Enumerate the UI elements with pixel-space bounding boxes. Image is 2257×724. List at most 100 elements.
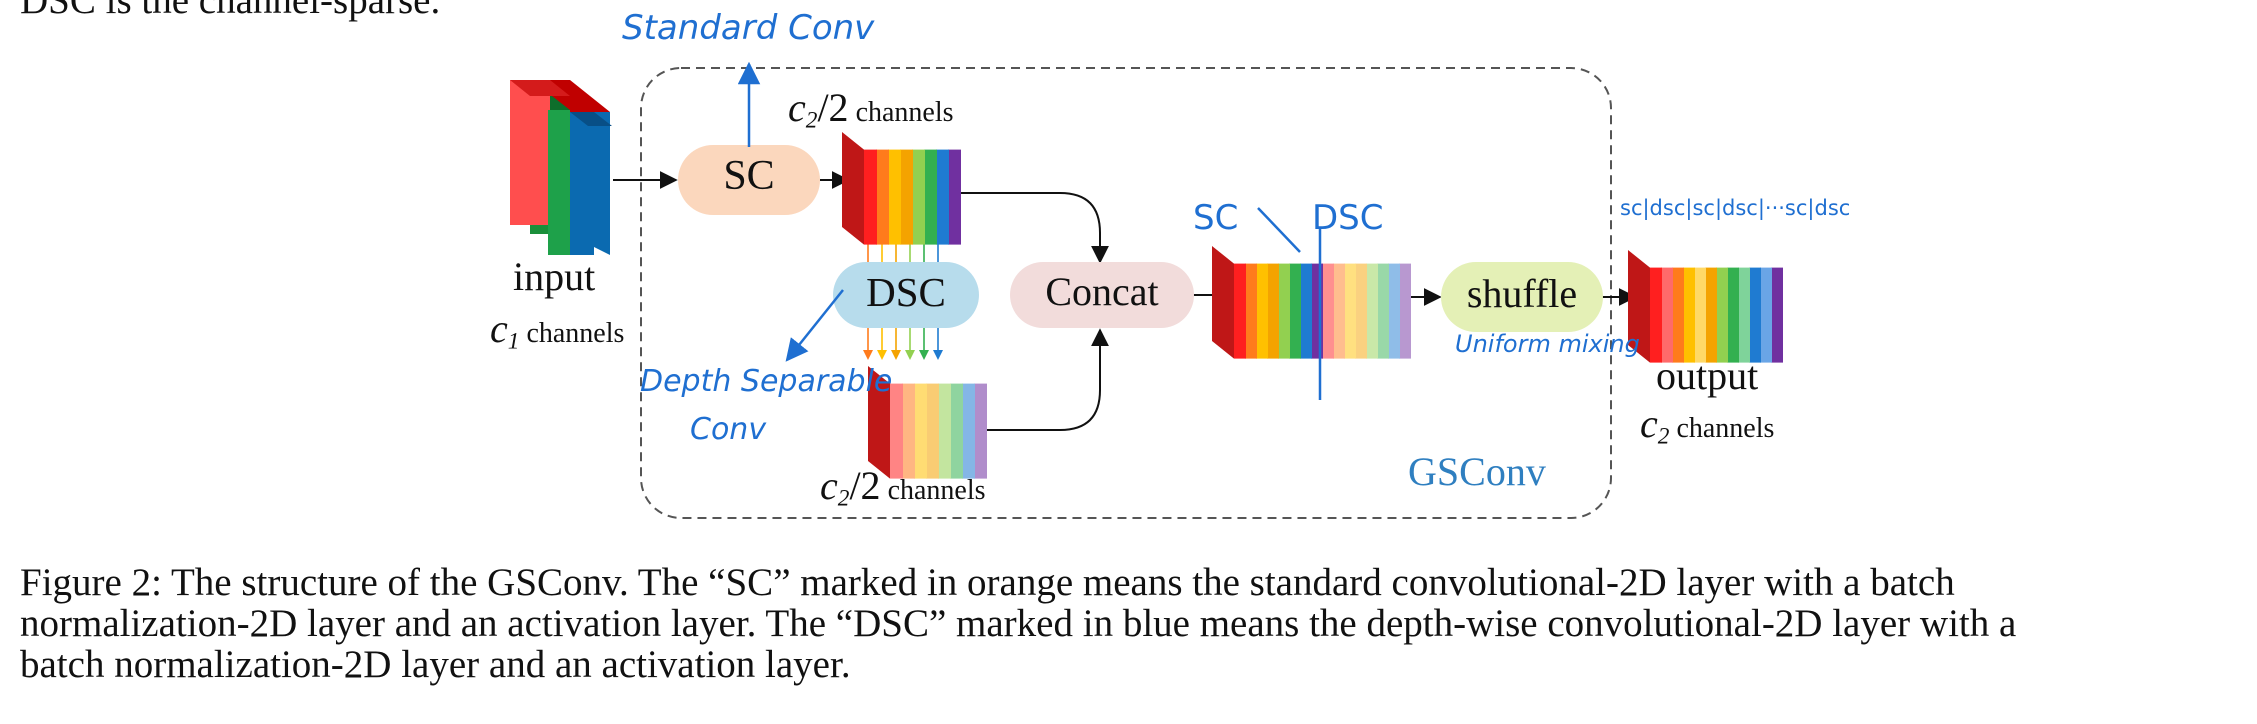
channel-slice-top: [928, 366, 950, 384]
sc-label: SC: [723, 153, 775, 199]
concat-label: Concat: [1045, 269, 1159, 314]
channel-slice: [1716, 267, 1728, 363]
channel-slice-top: [1256, 246, 1278, 264]
channel-slice: [1278, 263, 1290, 359]
channel-slice: [1388, 263, 1400, 359]
channel-slice: [1300, 263, 1312, 359]
input-channels-label: c1 channels: [490, 305, 624, 356]
channel-slice: [1366, 263, 1378, 359]
channel-slice: [1355, 263, 1367, 359]
channel-slice-top: [914, 132, 936, 150]
channel-slice: [962, 383, 975, 479]
channel-slice: [1322, 263, 1334, 359]
tensor-side-face: [842, 132, 864, 245]
depthwise-arrowhead: [863, 350, 873, 360]
dsc-mark-note: DSC: [1312, 198, 1384, 238]
channel-slice-top: [880, 366, 902, 384]
channel-slice: [912, 149, 925, 245]
channel-slice-top: [890, 132, 912, 150]
channel-slice-top: [926, 132, 948, 150]
channel-slice-top: [1672, 250, 1694, 268]
channel-slice-top: [878, 132, 900, 150]
caption-line-3: batch normalization-2D layer and an acti…: [20, 643, 851, 686]
output-label: output: [1656, 353, 1759, 398]
tensor-side-face: [1212, 246, 1234, 359]
gsconv-module-border: [640, 67, 1612, 519]
channel-slice-top: [1322, 246, 1344, 264]
channel-slice: [1760, 267, 1772, 363]
sc-slash-mark: [1257, 207, 1301, 253]
channel-slice-top: [1694, 250, 1716, 268]
channel-slice-top: [1738, 250, 1760, 268]
channel-slice: [864, 149, 877, 245]
channel-slice: [1650, 267, 1662, 363]
channel-slice-top: [1727, 250, 1749, 268]
channel-slice: [900, 149, 913, 245]
channel-slice: [890, 383, 903, 479]
channel-slice: [1289, 263, 1301, 359]
output-sub: 2: [1657, 423, 1670, 450]
channel-slice: [1683, 267, 1695, 363]
channel-slice-top: [866, 132, 888, 150]
channel-slice-top: [1355, 246, 1377, 264]
channel-slice-top: [902, 132, 924, 150]
channel-slice: [1344, 263, 1356, 359]
channel-slice-top: [892, 366, 914, 384]
channel-slice: [1705, 267, 1717, 363]
output-var: c: [1640, 401, 1658, 446]
channel-slice: [948, 149, 961, 245]
channel-slice: [1267, 263, 1279, 359]
channel-slice-top: [1366, 246, 1388, 264]
channel-slice: [1377, 263, 1389, 359]
channel-slice: [1661, 267, 1673, 363]
channel-slice-top: [1289, 246, 1311, 264]
concat-node: [1010, 262, 1194, 328]
top-text: DSC is the channel-sparse.: [20, 0, 441, 22]
shuffle-node: [1441, 262, 1603, 332]
input-channels-text: channels: [519, 318, 625, 349]
channel-slice: [1245, 263, 1257, 359]
top-channels-text: channels: [848, 97, 954, 128]
top-sub: 2: [805, 107, 818, 134]
tensor-side-face: [868, 366, 890, 479]
channel-slice-top: [1234, 246, 1256, 264]
top-channels-label: c2/2 channels: [788, 84, 954, 135]
depthwise-arrowhead: [933, 350, 943, 360]
channel-slice-top: [1377, 246, 1399, 264]
standard-conv-note: Standard Conv: [622, 8, 875, 48]
top-frac: /2: [817, 85, 849, 130]
channel-slice: [1771, 267, 1783, 363]
channel-slice: [1256, 263, 1268, 359]
channel-slice-top: [1311, 246, 1333, 264]
channel-slice: [936, 149, 949, 245]
depthwise-arrowhead: [919, 350, 929, 360]
depth-separable-note: Depth Separable: [640, 364, 893, 399]
tensor-output: [1628, 250, 1783, 363]
bottom-channels-text: channels: [880, 475, 986, 506]
depth-separable-arrow: [785, 289, 844, 362]
input-tensor: [510, 80, 612, 255]
output-channels-label: c2 channels: [1640, 400, 1774, 451]
channel-slice-top: [1333, 246, 1355, 264]
depth-separable-note-2: Conv: [690, 412, 767, 447]
channel-slice: [1749, 267, 1761, 363]
channel-slice-top: [1683, 250, 1705, 268]
channel-slice-top: [1245, 246, 1267, 264]
input-var: c: [490, 306, 508, 351]
channel-slice: [1399, 263, 1411, 359]
input-sub: 1: [507, 328, 520, 355]
channel-slice: [876, 149, 889, 245]
shuffle-label: shuffle: [1466, 271, 1578, 316]
channel-slice-top: [1716, 250, 1738, 268]
channel-slice-top: [1705, 250, 1727, 268]
channel-slice: [926, 383, 939, 479]
channel-slice: [1727, 267, 1739, 363]
bottom-channels-label: c2/2 channels: [820, 462, 986, 513]
channel-slice: [938, 383, 951, 479]
uniform-mixing-note: Uniform mixing: [1455, 330, 1640, 358]
depthwise-arrowhead: [905, 350, 915, 360]
input-label: input: [513, 254, 596, 299]
output-channels-text: channels: [1669, 413, 1775, 444]
channel-slice: [1694, 267, 1706, 363]
